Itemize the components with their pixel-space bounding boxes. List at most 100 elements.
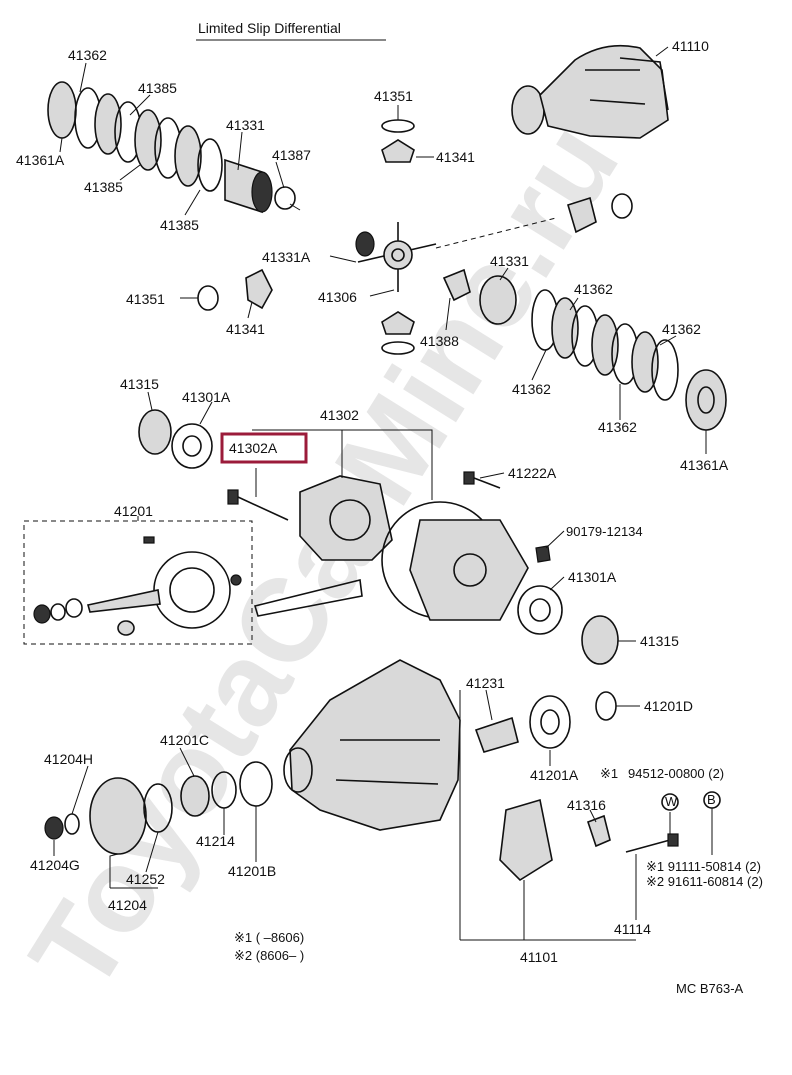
thrust-washer-41361A-right: [685, 369, 727, 431]
part-label[interactable]: 41201D: [644, 698, 693, 714]
bearing-race-bore: [529, 598, 551, 622]
kit-washer: [50, 603, 66, 621]
part-label[interactable]: 41385: [160, 217, 199, 233]
leader-lines: [53, 46, 713, 941]
cap-bolt-head: [667, 833, 679, 847]
part-label[interactable]: 41114: [614, 921, 651, 937]
bearing-41201A-bore: [540, 709, 560, 735]
part-label[interactable]: 41101: [520, 949, 558, 965]
ring-gear-kit: [153, 551, 231, 629]
part-label[interactable]: 41316: [567, 797, 606, 813]
part-label[interactable]: 41301A: [182, 389, 231, 405]
clutch-stack-right: [442, 268, 727, 431]
part-label[interactable]: 41351: [374, 88, 413, 104]
clutch-plate: [551, 297, 579, 359]
w-symbol: W: [665, 794, 678, 809]
part-label[interactable]: 41341: [436, 149, 475, 165]
oil-seal-41201C: [180, 775, 210, 817]
carrier-detail: [585, 69, 646, 105]
pinion-gear-41341-left: [245, 268, 273, 310]
part-label-highlighted[interactable]: 41302A: [229, 440, 278, 456]
carrier-housing-41110: [511, 44, 669, 139]
part-label[interactable]: 41362: [662, 321, 701, 337]
axle-housing-41101: [283, 659, 679, 882]
bolt-41222A: [463, 471, 501, 489]
washer-lower: [381, 341, 415, 355]
part-label[interactable]: 41201C: [160, 732, 209, 748]
bearing-race-41301A: [171, 423, 213, 469]
plate-41388: [442, 268, 471, 302]
clutch-plate: [591, 314, 619, 376]
b-symbol-circle: [703, 791, 721, 809]
highlighted-part-41302A-button[interactable]: [222, 434, 306, 462]
bolt-shank: [473, 477, 501, 489]
washer-41351: [381, 119, 415, 133]
case-bore: [329, 499, 371, 541]
part-label[interactable]: 41222A: [508, 465, 557, 481]
housing-body: [289, 659, 461, 831]
washer-41351-left: [197, 285, 219, 311]
side-gear-teeth: [251, 171, 273, 213]
part-label[interactable]: 41385: [84, 179, 123, 195]
bearing-right: [517, 585, 619, 665]
bolt-shank: [237, 496, 289, 521]
pinion-stack-bottom: [381, 311, 415, 355]
bolt-ref-line2[interactable]: ※2 91611-60814 (2): [646, 874, 763, 889]
part-label[interactable]: 41362: [68, 47, 107, 63]
part-label[interactable]: 41201B: [228, 863, 276, 879]
part-label[interactable]: 41331: [226, 117, 265, 133]
highlighted-part-box: [220, 432, 308, 464]
drive-pinion-shaft: [86, 589, 161, 613]
pinion-gear-lower: [381, 311, 415, 335]
part-label[interactable]: 41362: [598, 419, 637, 435]
nut-41204G: [44, 816, 64, 840]
pinion-right: [567, 193, 633, 234]
clutch-plate: [197, 138, 223, 192]
diagram-code: MC B763-A: [676, 981, 744, 996]
pinion-left: [197, 268, 273, 311]
bolt-ref-line1[interactable]: ※1 91111-50814 (2): [646, 859, 761, 874]
part-label[interactable]: 41204: [108, 897, 147, 913]
kit-nut-small: [230, 574, 242, 586]
part-label[interactable]: 41341: [226, 321, 265, 337]
part-label[interactable]: 90179-12134: [566, 524, 643, 539]
bolt-ref-part[interactable]: 94512-00800 (2): [628, 766, 724, 781]
part-label[interactable]: 41362: [574, 281, 613, 297]
carrier-body: [539, 44, 669, 139]
part-label[interactable]: 41362: [512, 381, 551, 397]
bearing-cap: [499, 798, 553, 882]
part-label[interactable]: 41387: [272, 147, 311, 163]
kit-pin: [143, 536, 155, 544]
part-label[interactable]: 41315: [640, 633, 679, 649]
spacer-pin: [289, 203, 301, 211]
part-label[interactable]: 41351: [126, 291, 165, 307]
pinion-gear-41341: [381, 139, 415, 163]
part-label[interactable]: 41385: [138, 80, 177, 96]
footnote-2: ※2 (8606– ): [234, 948, 304, 963]
part-label[interactable]: 41331A: [262, 249, 311, 265]
pinion-stack-top: [381, 119, 415, 163]
bolt-41302A: [227, 489, 289, 521]
cap-bolt-41114: [625, 839, 671, 853]
part-label[interactable]: 41201A: [530, 767, 579, 783]
part-label[interactable]: 41315: [120, 376, 159, 392]
part-label[interactable]: 41301A: [568, 569, 617, 585]
part-label[interactable]: 41110: [672, 38, 709, 54]
part-label[interactable]: 41231: [466, 675, 505, 691]
part-label[interactable]: 41302: [320, 407, 359, 423]
part-label[interactable]: 41361A: [680, 457, 729, 473]
part-label[interactable]: 41388: [420, 333, 459, 349]
spacer-41387: [274, 186, 296, 210]
side-gear-41331-right: [479, 275, 517, 325]
part-label[interactable]: 41252: [126, 871, 165, 887]
part-label[interactable]: 41361A: [16, 152, 65, 168]
part-label[interactable]: 41201: [114, 503, 153, 519]
part-label[interactable]: 41204H: [44, 751, 93, 767]
part-label[interactable]: 41306: [318, 289, 357, 305]
part-label[interactable]: 41204G: [30, 857, 80, 873]
thrust-washer-41361A: [47, 81, 77, 139]
kit-bearing: [65, 598, 83, 618]
seal-41201D: [595, 691, 617, 721]
part-label[interactable]: 41214: [196, 833, 235, 849]
part-label[interactable]: 41331: [490, 253, 529, 269]
